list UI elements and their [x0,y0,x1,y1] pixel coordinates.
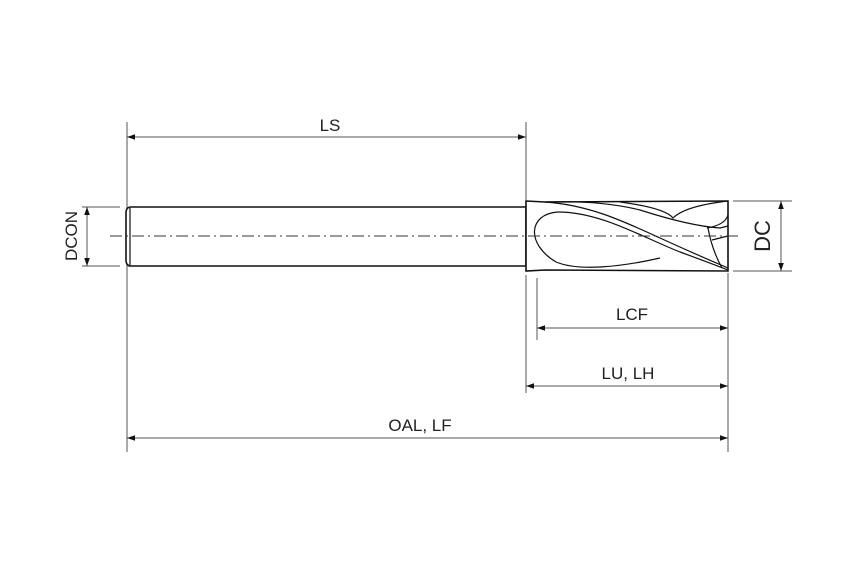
lu-lh-label: LU, LH [602,364,655,383]
dc-label: DC [750,220,775,252]
dcon-label: DCON [62,211,81,261]
dimension-lines [84,134,784,441]
lcf-label: LCF [616,305,648,324]
ls-label: LS [320,116,341,135]
extension-lines [82,122,792,452]
oal-lf-label: OAL, LF [388,416,451,435]
end-mill-tool [110,200,740,272]
